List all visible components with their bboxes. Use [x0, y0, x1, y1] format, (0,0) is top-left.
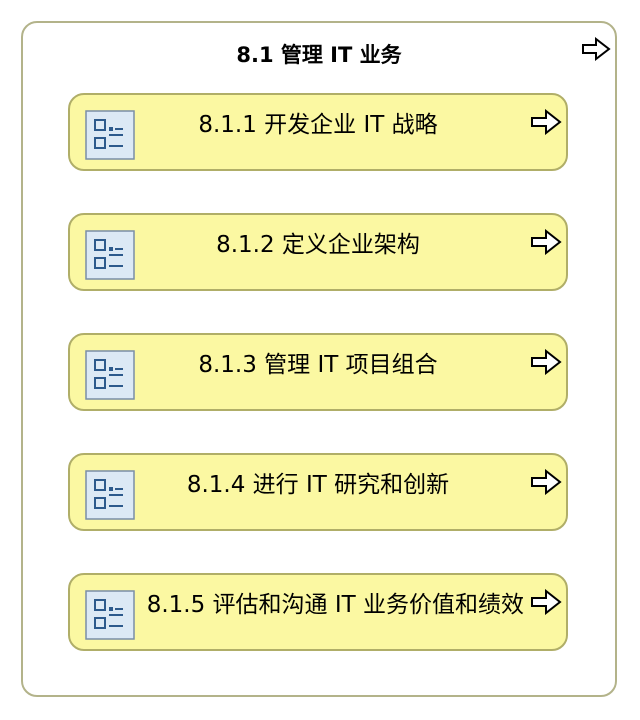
process-label: 8.1.2 定义企业架构 [216, 232, 420, 258]
right-arrow-outline-icon[interactable] [530, 349, 562, 375]
process-box-8-1-3[interactable]: 8.1.3 管理 IT 项目组合 [68, 333, 568, 411]
process-list-icon [85, 470, 135, 520]
right-arrow-outline-icon[interactable] [581, 37, 611, 61]
right-arrow-outline-icon[interactable] [530, 229, 562, 255]
right-arrow-outline-icon[interactable] [530, 109, 562, 135]
process-list-icon [85, 350, 135, 400]
process-label: 8.1.3 管理 IT 项目组合 [198, 352, 438, 378]
process-label: 8.1.5 评估和沟通 IT 业务价值和绩效 [146, 592, 524, 618]
process-box-8-1-2[interactable]: 8.1.2 定义企业架构 [68, 213, 568, 291]
right-arrow-outline-icon[interactable] [530, 589, 562, 615]
group-title: 8.1 管理 IT 业务 [236, 43, 402, 67]
process-list-icon [85, 230, 135, 280]
process-list-icon [85, 110, 135, 160]
right-arrow-outline-icon[interactable] [530, 469, 562, 495]
process-box-8-1-5[interactable]: 8.1.5 评估和沟通 IT 业务价值和绩效 [68, 573, 568, 651]
process-label: 8.1.4 进行 IT 研究和创新 [186, 472, 450, 498]
process-label: 8.1.1 开发企业 IT 战略 [198, 112, 438, 138]
process-box-8-1-4[interactable]: 8.1.4 进行 IT 研究和创新 [68, 453, 568, 531]
process-box-8-1-1[interactable]: 8.1.1 开发企业 IT 战略 [68, 93, 568, 171]
process-list-icon [85, 590, 135, 640]
